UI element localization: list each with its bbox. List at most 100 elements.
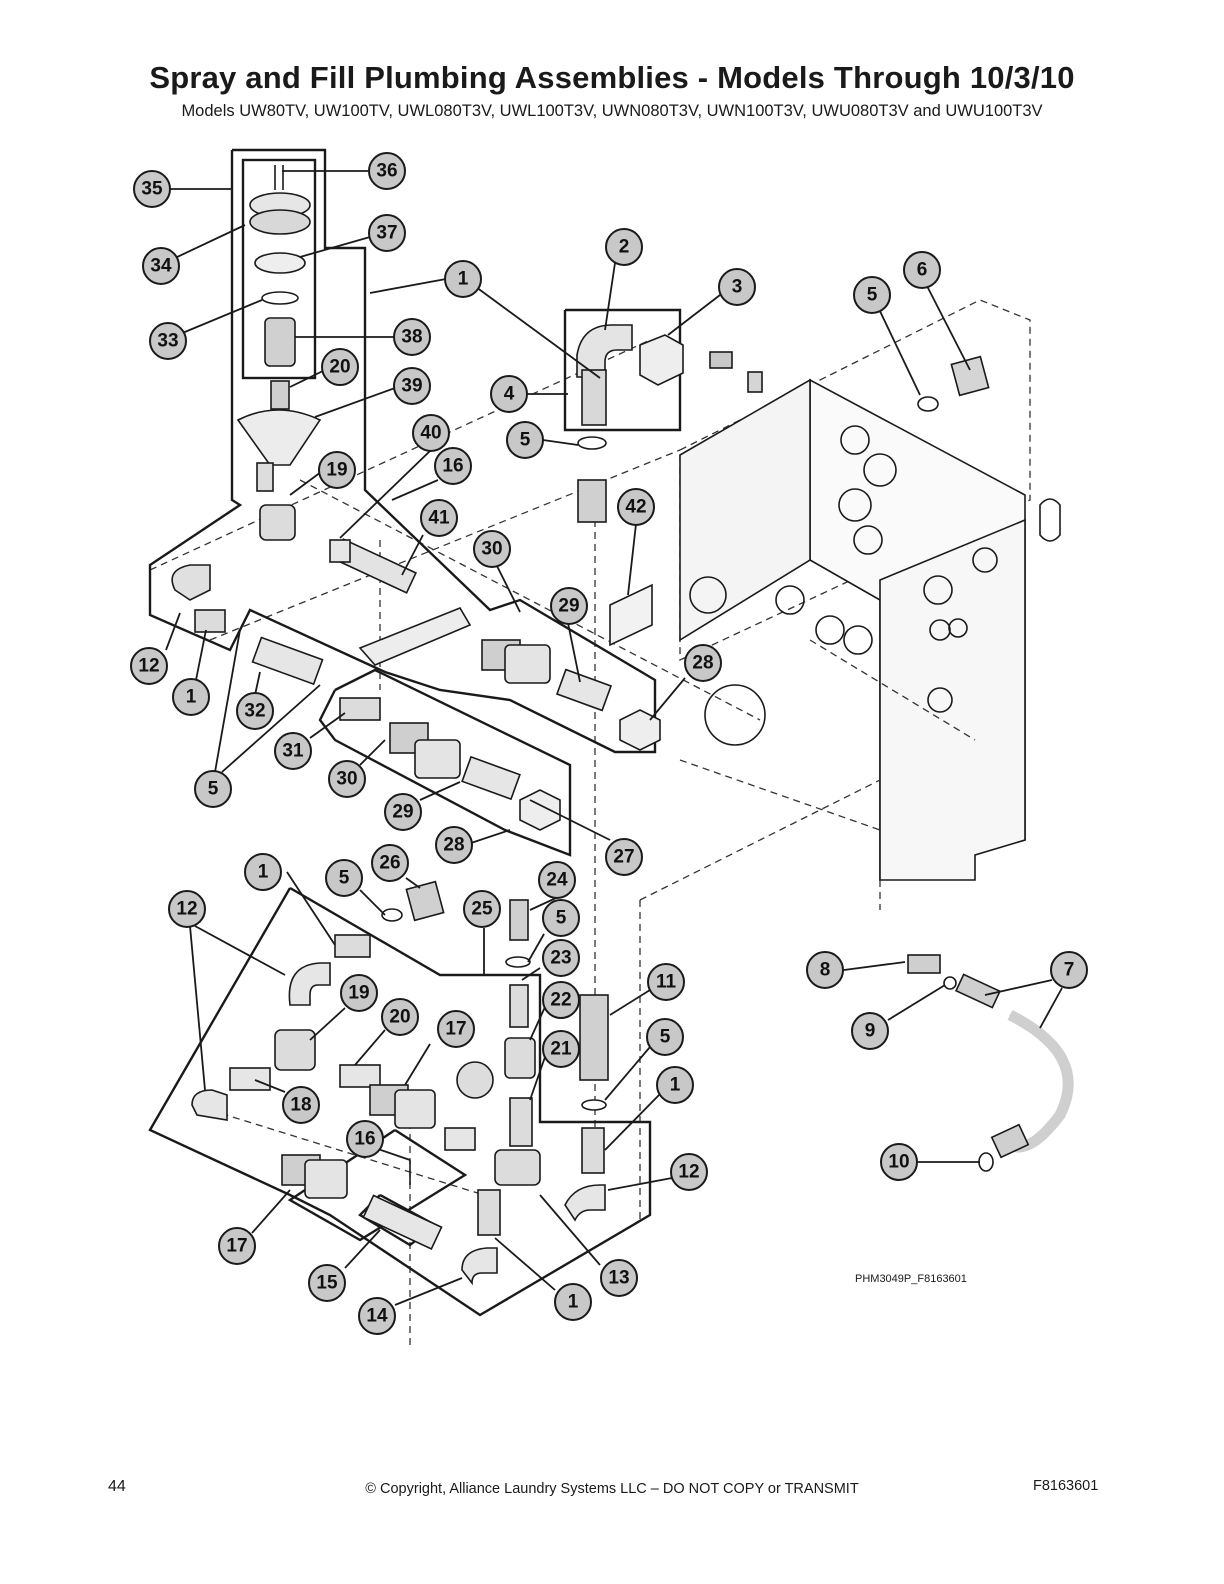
callout-41: 41 <box>420 499 458 537</box>
callout-24: 24 <box>538 861 576 899</box>
svg-text:12: 12 <box>678 1162 699 1183</box>
callout-30: 30 <box>473 530 511 568</box>
callout-29: 29 <box>550 587 588 625</box>
callout-33: 33 <box>149 322 187 360</box>
svg-text:16: 16 <box>442 456 463 477</box>
svg-text:2: 2 <box>619 237 630 258</box>
model-list-subtitle: Models UW80TV, UW100TV, UWL080T3V, UWL10… <box>181 102 1043 120</box>
callout-12: 12 <box>130 647 168 685</box>
figure-code: PHM3049P_F8163601 <box>855 1273 967 1285</box>
callout-leaders <box>165 170 1063 1306</box>
lower-pipe-fittings <box>191 880 609 1286</box>
vacuum-breaker-assembly <box>249 165 311 410</box>
callout-40: 40 <box>412 414 450 452</box>
callout-19: 19 <box>318 451 356 489</box>
svg-text:42: 42 <box>625 497 646 518</box>
callout-16: 16 <box>346 1120 384 1158</box>
svg-text:15: 15 <box>316 1273 338 1294</box>
callout-13: 13 <box>600 1259 638 1297</box>
callout-38: 38 <box>393 318 431 356</box>
svg-text:20: 20 <box>329 357 350 378</box>
svg-text:13: 13 <box>608 1268 629 1289</box>
svg-text:27: 27 <box>613 847 634 868</box>
callout-36: 36 <box>368 152 406 190</box>
svg-text:29: 29 <box>392 802 413 823</box>
svg-text:40: 40 <box>420 423 441 444</box>
svg-text:1: 1 <box>458 269 469 290</box>
callout-5: 5 <box>194 770 232 808</box>
callout-22: 22 <box>542 981 580 1019</box>
svg-text:36: 36 <box>376 161 397 182</box>
callout-7: 7 <box>1050 951 1088 989</box>
funnel <box>236 409 322 492</box>
callout-23: 23 <box>542 939 580 977</box>
svg-text:35: 35 <box>141 179 163 200</box>
svg-text:37: 37 <box>376 223 397 244</box>
callout-15: 15 <box>308 1264 346 1302</box>
svg-text:4: 4 <box>504 384 515 405</box>
callout-18: 18 <box>282 1086 320 1124</box>
svg-text:18: 18 <box>290 1095 311 1116</box>
svg-text:9: 9 <box>865 1021 876 1042</box>
callout-16: 16 <box>434 447 472 485</box>
hose-assembly <box>907 355 1074 1172</box>
callout-20: 20 <box>381 998 419 1036</box>
callout-5: 5 <box>506 421 544 459</box>
svg-text:1: 1 <box>670 1075 681 1096</box>
callout-12: 12 <box>168 890 206 928</box>
callout-5: 5 <box>325 859 363 897</box>
page-title: Spray and Fill Plumbing Assemblies - Mod… <box>149 60 1075 95</box>
callout-21: 21 <box>542 1030 580 1068</box>
callout-1: 1 <box>244 853 282 891</box>
callout-35: 35 <box>133 170 171 208</box>
callout-3: 3 <box>718 268 756 306</box>
copyright-notice: © Copyright, Alliance Laundry Systems LL… <box>365 1481 859 1497</box>
callout-26: 26 <box>371 844 409 882</box>
callout-1: 1 <box>656 1066 694 1104</box>
svg-text:11: 11 <box>656 972 677 993</box>
svg-text:7: 7 <box>1064 960 1075 981</box>
callout-27: 27 <box>605 838 643 876</box>
svg-text:26: 26 <box>379 853 400 874</box>
machine-frame <box>679 299 1061 910</box>
svg-text:39: 39 <box>401 376 422 397</box>
svg-text:5: 5 <box>339 868 350 889</box>
callout-39: 39 <box>393 367 431 405</box>
svg-text:41: 41 <box>428 508 450 529</box>
callout-28: 28 <box>684 644 722 682</box>
svg-text:32: 32 <box>244 701 265 722</box>
svg-text:10: 10 <box>888 1152 909 1173</box>
svg-text:29: 29 <box>558 596 579 617</box>
svg-text:20: 20 <box>389 1007 410 1028</box>
svg-text:19: 19 <box>326 460 347 481</box>
svg-text:5: 5 <box>867 285 878 306</box>
callout-6: 6 <box>903 251 941 289</box>
svg-text:38: 38 <box>401 327 422 348</box>
elbow-inlet-assembly <box>576 324 763 647</box>
callout-10: 10 <box>880 1143 918 1181</box>
callout-11: 11 <box>647 963 685 1001</box>
callout-34: 34 <box>142 247 180 285</box>
svg-text:8: 8 <box>820 960 831 981</box>
callout-1: 1 <box>444 260 482 298</box>
callout-2: 2 <box>605 228 643 266</box>
callout-20: 20 <box>321 348 359 386</box>
callout-42: 42 <box>617 488 655 526</box>
svg-text:22: 22 <box>550 990 571 1011</box>
svg-text:1: 1 <box>258 862 269 883</box>
svg-text:21: 21 <box>550 1039 572 1060</box>
callout-17: 17 <box>218 1227 256 1265</box>
svg-text:5: 5 <box>556 908 567 929</box>
callout-4: 4 <box>490 375 528 413</box>
callout-32: 32 <box>236 692 274 730</box>
svg-text:19: 19 <box>348 983 369 1004</box>
callout-19: 19 <box>340 974 378 1012</box>
svg-text:12: 12 <box>176 899 197 920</box>
svg-text:31: 31 <box>282 741 304 762</box>
svg-text:33: 33 <box>157 331 178 352</box>
callout-14: 14 <box>358 1297 396 1335</box>
svg-text:16: 16 <box>354 1129 375 1150</box>
upper-pipe-fittings <box>171 504 472 686</box>
svg-text:28: 28 <box>443 835 464 856</box>
